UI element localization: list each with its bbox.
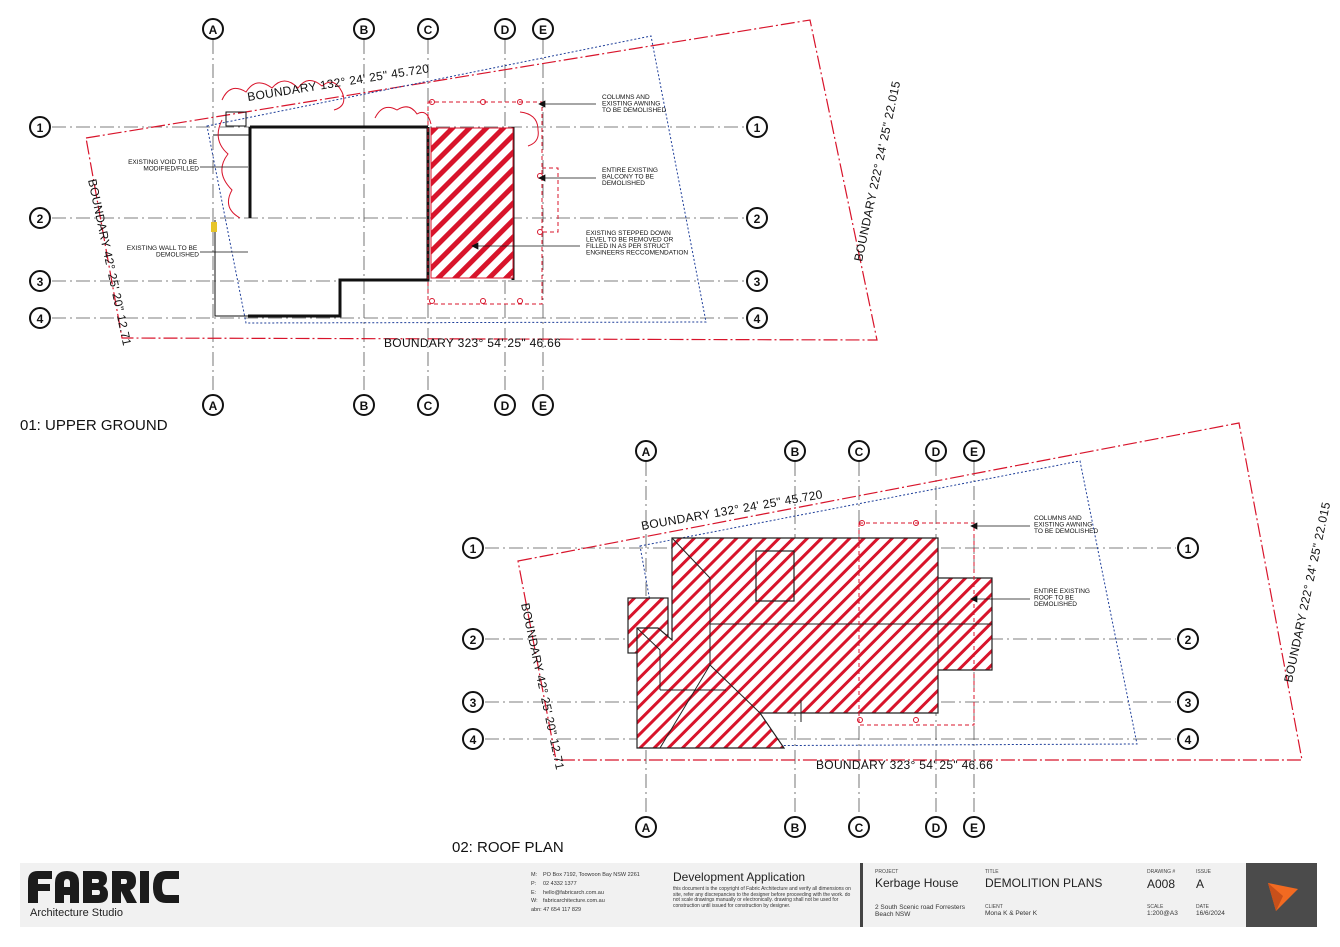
project-label: PROJECT [875, 869, 899, 875]
note-void: EXISTING VOID TO BE MODIFIED/FILLED [128, 159, 199, 173]
boundary-label-right: BOUNDARY 222° 24' 25" 22.015 [851, 80, 903, 263]
site-boundary [517, 422, 1303, 761]
grid-col-label: E [539, 399, 547, 413]
contact-details: M:PO Box 7192, Toowoon Bay NSW 2261 P:02… [531, 871, 640, 915]
grid-row-label: 4 [37, 312, 44, 326]
plan-upper-ground: A B C D E A B C D E 1 2 3 4 1 2 3 4 BOUN… [20, 18, 903, 434]
grid-row-label: 4 [470, 733, 477, 747]
grid-row-label: 3 [1185, 696, 1192, 710]
grid-col-label: D [932, 821, 941, 835]
client-name: Mona K & Peter K [985, 910, 1038, 917]
grid-row-label: 1 [1185, 542, 1192, 556]
note-wall: EXISTING WALL TO BE DEMOLISHED [127, 245, 200, 259]
drawing-title: DEMOLITION PLANS [985, 876, 1103, 890]
date-label: DATE [1196, 904, 1209, 910]
grid-col-label: C [855, 821, 864, 835]
grid-col-label: A [209, 399, 218, 413]
grid-row-label: 2 [470, 633, 477, 647]
note-stepped-level: EXISTING STEPPED DOWN LEVEL TO BE REMOVE… [586, 230, 688, 257]
grid-col-label: C [424, 399, 433, 413]
setback-line [206, 35, 707, 324]
grid-col-label: E [970, 445, 978, 459]
plan-title: 01: UPPER GROUND [20, 417, 168, 434]
site-boundary [85, 19, 878, 341]
da-title: Development Application [673, 870, 806, 884]
boundary-label-top: BOUNDARY 132° 24' 25" 45.720 [246, 61, 430, 104]
boundary-label-bottom: BOUNDARY 323° 54' 25" 46.66 [816, 758, 993, 772]
contact-line: M:PO Box 7192, Toowoon Bay NSW 2261 [531, 872, 640, 878]
issue-label: ISSUE [1196, 869, 1212, 875]
project-name: Kerbage House [875, 876, 959, 890]
title-label: TITLE [985, 869, 999, 875]
drawing-number-label: DRAWING # [1147, 869, 1176, 875]
boundary-label-right: BOUNDARY 222° 24' 25" 22.015 [1281, 501, 1333, 684]
contact-line: P:02 4332 1377 [531, 880, 577, 887]
scale-label: SCALE [1147, 904, 1164, 910]
boundary-label-left: BOUNDARY 42° 25' 20" 12.71 [85, 178, 134, 347]
boundary-label-left: BOUNDARY 42° 25' 20" 12.71 [518, 602, 567, 771]
project-address: 2 South Scenic road Forresters Beach NSW [875, 904, 965, 918]
north-arrow-box [1246, 863, 1317, 927]
grid-row-label: 2 [37, 212, 44, 226]
client-label: CLIENT [985, 904, 1003, 910]
grid-col-label: E [539, 23, 547, 37]
plan-roof: A B C D E A B C D E 1 2 3 4 1 2 3 4 BOUN… [452, 422, 1333, 856]
grid-col-label: C [424, 23, 433, 37]
tree-canopy [217, 80, 539, 219]
contact-line: E:hello@fabricarch.com.au [531, 889, 604, 896]
grid-row-label: 2 [1185, 633, 1192, 647]
north-arrow-icon [1268, 883, 1298, 911]
contact-line: W:fabricarchitecture.com.au [531, 898, 605, 905]
note-balcony: ENTIRE EXISTING BALCONY TO BE DEMOLISHED [602, 167, 660, 187]
note-columns-awning: COLUMNS AND EXISTING AWNING TO BE DEMOLI… [1034, 515, 1098, 535]
contact-line: abn: 47 654 117 829 [531, 907, 582, 914]
roof-demolish-hatch [627, 537, 993, 749]
grid-col-label: E [970, 821, 978, 835]
grid-row-label: 1 [37, 121, 44, 135]
grid-col-label: A [642, 445, 651, 459]
grid-row-label: 1 [470, 542, 477, 556]
scale-value: 1:200@A3 [1147, 910, 1178, 917]
grid-col-label: A [209, 23, 218, 37]
grid-bubbles [29, 18, 768, 416]
grid-col-label: D [932, 445, 941, 459]
plan-title: 02: ROOF PLAN [452, 839, 564, 856]
grid-row-label: 1 [754, 121, 761, 135]
grid-row-label: 4 [1185, 733, 1192, 747]
grid-col-label: B [360, 23, 369, 37]
issue-value: A [1196, 877, 1205, 891]
grid-col-label: B [360, 399, 369, 413]
grid-row-label: 4 [754, 312, 761, 326]
note-columns-awning: COLUMNS AND EXISTING AWNING TO BE DEMOLI… [602, 94, 666, 114]
grid-col-label: A [642, 821, 651, 835]
date-value: 16/6/2024 [1196, 910, 1225, 917]
note-roof: ENTIRE EXISTING ROOF TO BE DEMOLISHED [1034, 588, 1092, 608]
boundary-label-top: BOUNDARY 132° 24' 25" 45.720 [640, 487, 824, 533]
boundary-label-bottom: BOUNDARY 323° 54' 25" 46.66 [384, 336, 561, 350]
grid-row-label: 3 [37, 275, 44, 289]
title-block: Architecture Studio M:PO Box 7192, Toowo… [20, 863, 1317, 927]
grid-col-label: C [855, 445, 864, 459]
grid-col-label: D [501, 399, 510, 413]
fabric-logo [28, 871, 179, 903]
drawing-number: A008 [1147, 877, 1176, 891]
studio-name: Architecture Studio [30, 907, 123, 919]
title-divider [860, 863, 863, 927]
grid-col-label: B [791, 821, 800, 835]
grid-row-label: 2 [754, 212, 761, 226]
grid-bubbles [462, 440, 1199, 838]
grid-row-label: 3 [470, 696, 477, 710]
grid-col-label: D [501, 23, 510, 37]
balcony-demolish-hatch [430, 127, 514, 279]
da-disclaimer: this document is the copyright of Fabric… [673, 886, 851, 909]
grid-row-label: 3 [754, 275, 761, 289]
grid-col-label: B [791, 445, 800, 459]
